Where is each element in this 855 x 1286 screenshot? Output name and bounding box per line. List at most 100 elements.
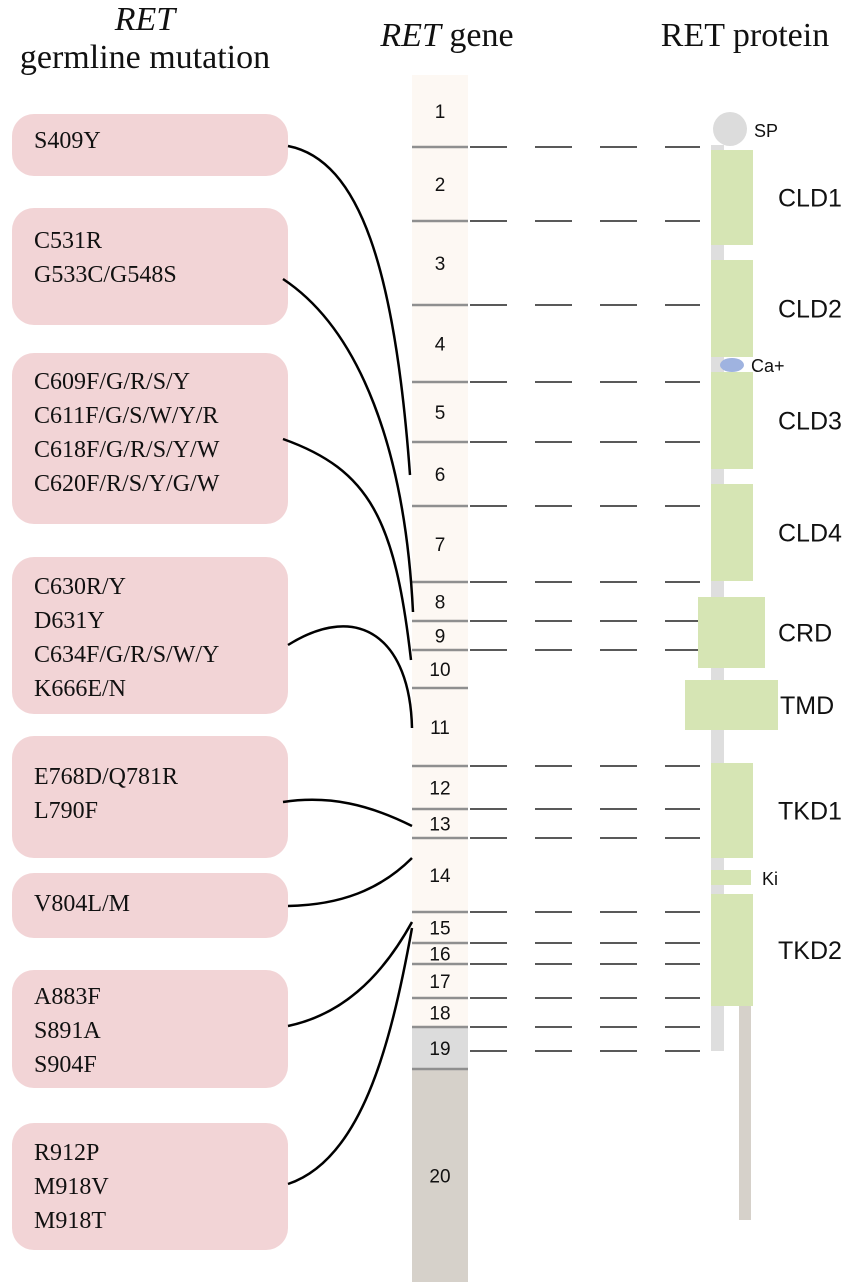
exon-3-label: 3 xyxy=(435,254,446,275)
exon-9-label: 9 xyxy=(435,627,446,648)
gene-header-rest: gene xyxy=(441,17,514,54)
exon-15-block xyxy=(412,912,468,943)
connector-6 xyxy=(287,857,413,908)
exon-14-block xyxy=(412,838,468,912)
mutation-text-2-1: C531R xyxy=(34,228,102,254)
mutation-text-4-1: C630R/Y xyxy=(34,574,126,600)
gene-header: RET gene xyxy=(379,17,513,54)
exon-11-label: 11 xyxy=(430,718,450,739)
protein-header: RET protein xyxy=(661,17,829,54)
cld4-label: CLD4 xyxy=(778,520,842,548)
exon-3-block xyxy=(412,221,468,305)
connector-7 xyxy=(287,921,414,1028)
ki-label: Ki xyxy=(762,869,778,889)
cld2-domain xyxy=(711,260,753,357)
mutation-connectors xyxy=(282,144,415,1186)
exon-4-block xyxy=(412,305,468,382)
ki-domain xyxy=(711,870,751,885)
exon-8-label: 8 xyxy=(435,593,446,614)
exon-15-label: 15 xyxy=(429,919,450,940)
mutation-column: S409YC531RG533C/G548SC609F/G/R/S/YC611F/… xyxy=(12,114,288,1250)
tkd2-domain xyxy=(711,894,753,1006)
mutation-text-3-1: C609F/G/R/S/Y xyxy=(34,369,190,395)
mutation-text-3-4: C620F/R/S/Y/G/W xyxy=(34,471,220,497)
exon-10-label: 10 xyxy=(429,660,450,681)
mutation-text-5-1: E768D/Q781R xyxy=(34,764,178,790)
exon-9-block xyxy=(412,621,468,650)
exon-12-label: 12 xyxy=(429,779,450,800)
mutation-text-5-2: L790F xyxy=(34,798,98,824)
tmd-label: TMD xyxy=(780,692,834,720)
mutation-text-6-1: V804L/M xyxy=(34,891,130,917)
exon-16-block xyxy=(412,943,468,964)
mutation-text-4-4: K666E/N xyxy=(34,676,126,702)
exon-19-label: 19 xyxy=(429,1039,450,1060)
connector-3 xyxy=(282,437,413,661)
exon-6-label: 6 xyxy=(435,465,446,486)
mutation-box-4 xyxy=(12,557,288,714)
tkd1-domain xyxy=(711,763,753,858)
crd-label: CRD xyxy=(778,620,832,648)
mutation-text-7-1: A883F xyxy=(34,984,101,1010)
exon-19-block xyxy=(412,1027,468,1069)
mutation-text-7-2: S891A xyxy=(34,1018,101,1044)
calcium-label: Ca+ xyxy=(751,356,785,376)
exon-domain-guides xyxy=(470,146,700,1052)
cld1-domain xyxy=(711,150,753,245)
calcium-ion xyxy=(720,358,744,372)
sp-label: SP xyxy=(754,121,778,141)
cld3-domain xyxy=(711,372,753,469)
exon-1-block xyxy=(412,75,468,147)
connector-8 xyxy=(287,927,414,1186)
mutation-box-2 xyxy=(12,208,288,325)
crd-domain xyxy=(698,597,765,668)
exon-16-label: 16 xyxy=(429,945,450,966)
cld3-label: CLD3 xyxy=(778,408,842,436)
mutation-text-3-3: C618F/G/R/S/Y/W xyxy=(34,437,220,463)
tkd1-label: TKD1 xyxy=(778,798,842,826)
connector-1 xyxy=(287,144,412,476)
exon-13-label: 13 xyxy=(429,815,450,836)
exon-12-block xyxy=(412,766,468,809)
mutation-text-8-3: M918T xyxy=(34,1208,106,1234)
mutation-text-1-1: S409Y xyxy=(34,128,101,154)
tkd2-label: TKD2 xyxy=(778,937,842,965)
germline-header-italic: RET xyxy=(114,1,178,38)
mutation-box-8 xyxy=(12,1123,288,1250)
cld4-domain xyxy=(711,484,753,581)
exon-10-block xyxy=(412,650,468,688)
exon-14-label: 14 xyxy=(429,866,451,887)
exon-18-block xyxy=(412,998,468,1027)
exon-7-block xyxy=(412,506,468,582)
exon-2-block xyxy=(412,147,468,221)
exon-5-block xyxy=(412,382,468,442)
cld1-label: CLD1 xyxy=(778,185,842,213)
protein-tail xyxy=(739,1006,751,1220)
cld2-label: CLD2 xyxy=(778,296,842,324)
mutation-box-1 xyxy=(12,114,288,176)
mutation-box-6 xyxy=(12,873,288,938)
mutation-text-7-3: S904F xyxy=(34,1052,97,1078)
mutation-box-5 xyxy=(12,736,288,858)
mutation-box-7 xyxy=(12,970,288,1088)
exon-7-label: 7 xyxy=(435,535,446,556)
connector-5 xyxy=(282,798,413,828)
exon-20-label: 20 xyxy=(429,1167,450,1188)
exon-1-label: 1 xyxy=(435,102,446,123)
germline-header-rest: germline mutation xyxy=(20,39,270,76)
sp-circle xyxy=(713,112,747,146)
mutation-text-8-1: R912P xyxy=(34,1140,99,1166)
exon-6-block xyxy=(412,442,468,506)
mutation-text-8-2: M918V xyxy=(34,1174,109,1200)
exon-11-block xyxy=(412,688,468,766)
exon-4-label: 4 xyxy=(435,335,446,356)
exon-18-label: 18 xyxy=(429,1004,450,1025)
exon-13-block xyxy=(412,809,468,838)
mutation-text-4-2: D631Y xyxy=(34,608,105,634)
connector-2 xyxy=(282,277,415,613)
exon-20-block xyxy=(412,1069,468,1282)
tmd-domain xyxy=(685,680,778,730)
